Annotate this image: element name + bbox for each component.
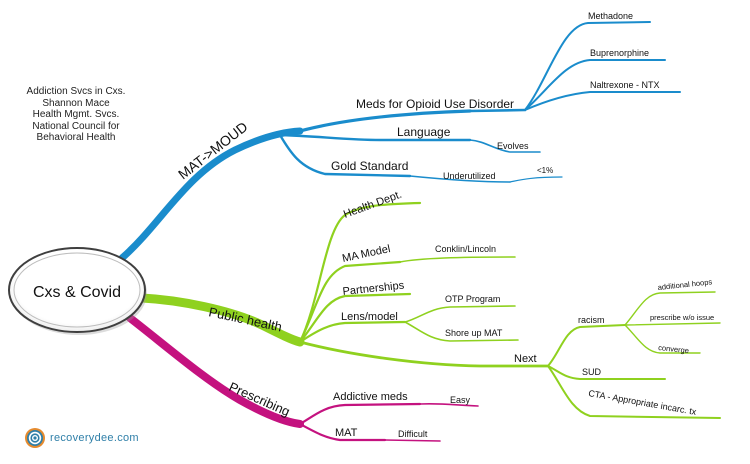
node-language[interactable]: Language [397, 125, 451, 139]
node-sud[interactable]: SUD [582, 367, 602, 377]
branch-language-line [278, 133, 472, 142]
branch-shore-up-mat-line [404, 321, 519, 342]
node-easy[interactable]: Easy [450, 395, 471, 405]
brand-logo[interactable]: recoverydee.com [24, 426, 139, 450]
branch-meds-buprenorphine-line [524, 59, 666, 111]
side-note-line: Addiction Svcs in Cxs. [26, 86, 126, 97]
node-otp-program[interactable]: OTP Program [445, 294, 500, 304]
branch-label-public-health[interactable]: Public health [207, 304, 283, 334]
branch-meds-methadone-line [524, 21, 651, 111]
node-mat[interactable]: MAT [335, 427, 358, 439]
node-evolves[interactable]: Evolves [497, 141, 529, 151]
branch-public-health [137, 201, 721, 419]
node-lens-model[interactable]: Lens/model [341, 311, 398, 323]
branch-mat-moud-main-line [118, 127, 304, 262]
node-additional-hoops[interactable]: additional hoops [657, 277, 713, 292]
branch-meds-naltrexone-line [524, 91, 681, 111]
branch-cta-line [547, 365, 721, 419]
node-addictive-meds[interactable]: Addictive meds [333, 391, 408, 403]
branch-racism-line [547, 324, 626, 367]
side-note: Addiction Svcs in Cxs. Shannon Mace Heal… [0, 86, 152, 144]
branch-gold-standard-line [278, 133, 412, 178]
branch-mat-line [298, 422, 387, 442]
logo-text: recoverydee.com [50, 432, 139, 444]
branch-prescribing [126, 314, 479, 442]
node-gold-standard[interactable]: Gold Standard [331, 159, 408, 173]
side-note-line: Health Mgmt. Svcs. [32, 109, 120, 120]
branch-partnerships-line [298, 292, 412, 344]
node-methadone[interactable]: Methadone [588, 11, 633, 21]
central-topic[interactable]: Cxs & Covid [8, 247, 147, 335]
branch-prescribe-line [624, 322, 721, 326]
branch-health-dept-line [298, 201, 422, 344]
node-racism[interactable]: racism [578, 315, 605, 325]
branch-otp-program-line [404, 305, 516, 323]
node-buprenorphine[interactable]: Buprenorphine [590, 48, 649, 58]
side-note-line: Shannon Mace [42, 97, 110, 109]
branch-public-health-main-line [137, 293, 305, 347]
branch-prescribing-main-line [126, 314, 304, 428]
branch-next-line [298, 340, 550, 368]
node-less-than-1-percent[interactable]: <1% [537, 166, 553, 175]
concentric-circles-logo-icon [25, 428, 45, 448]
branch-converge-line [624, 324, 701, 354]
branch-lens-model-line [298, 320, 407, 344]
node-shore-up-mat[interactable]: Shore up MAT [445, 328, 503, 338]
branch-sud-line [547, 365, 666, 380]
branch-ma-model-line [298, 260, 402, 344]
central-topic-oval [8, 247, 146, 333]
node-meds-opioid-use-disorder[interactable]: Meds for Opioid Use Disorder [356, 97, 514, 111]
central-topic-label: Cxs & Covid [33, 284, 121, 301]
branch-mat-moud [118, 21, 681, 262]
node-ma-model[interactable]: MA Model [341, 243, 391, 265]
node-difficult[interactable]: Difficult [398, 429, 428, 439]
side-note-line: National Council for [32, 120, 120, 132]
branch-addictive-meds-line [298, 402, 422, 426]
node-underutilized[interactable]: Underutilized [443, 171, 496, 181]
node-converge[interactable]: converge [658, 343, 690, 355]
node-cta[interactable]: CTA - Appropriate incarc. tx [588, 388, 698, 417]
node-prescribe-without-issue[interactable]: prescribe w/o issue [650, 313, 714, 322]
side-note-line: Behavioral Health [36, 132, 116, 143]
node-next[interactable]: Next [514, 353, 537, 365]
node-naltrexone[interactable]: Naltrexone - NTX [590, 80, 660, 90]
node-conklin-lincoln[interactable]: Conklin/Lincoln [435, 244, 496, 254]
branch-additional-hoops-line [624, 291, 716, 326]
